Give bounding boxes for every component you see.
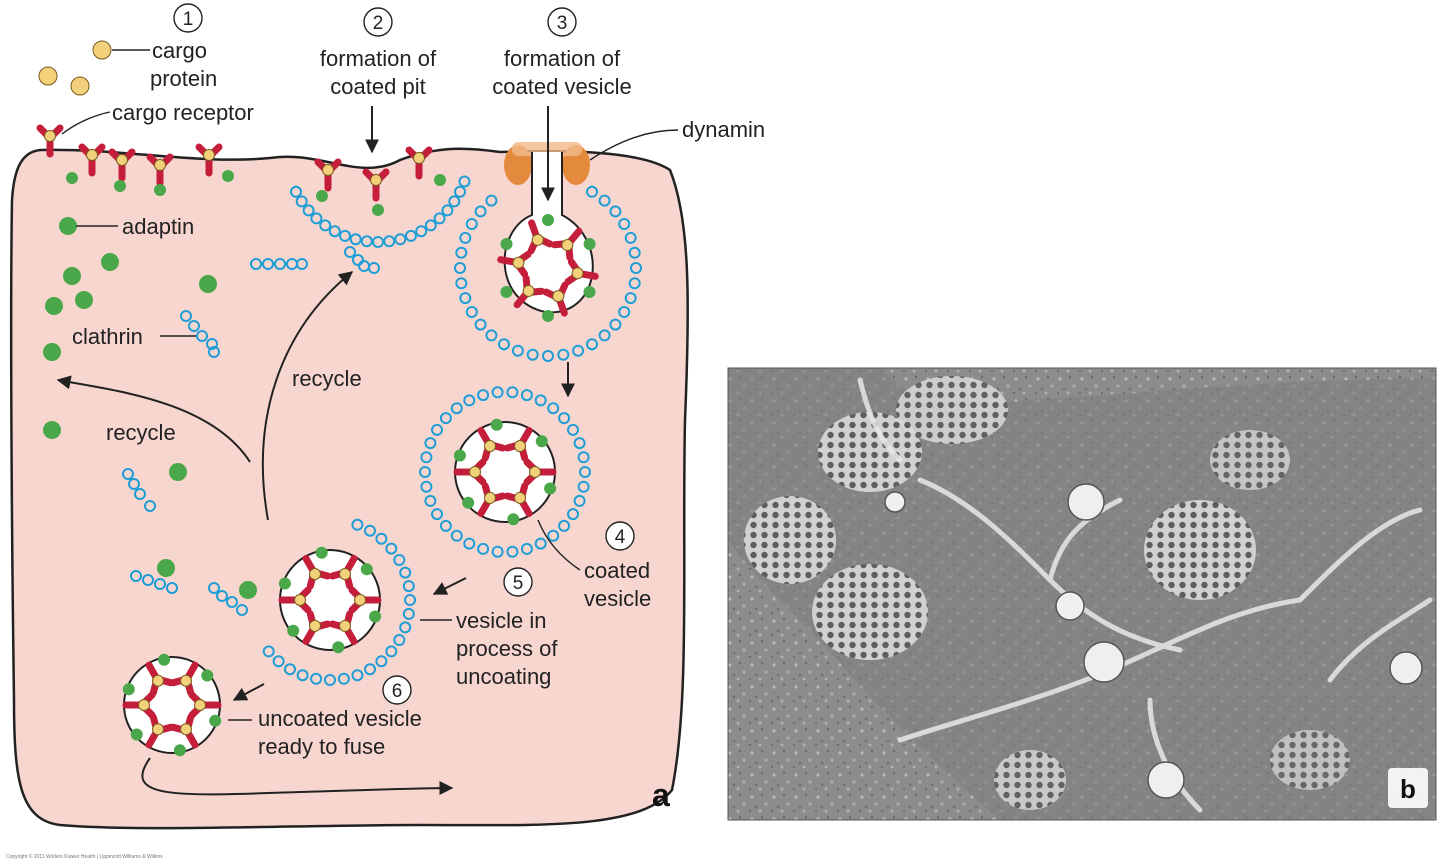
uncoated-vesicle xyxy=(123,653,221,757)
svg-text:b: b xyxy=(1400,774,1416,804)
svg-text:3: 3 xyxy=(557,13,568,34)
step-1-marker: 1 xyxy=(173,3,203,33)
surface-receptors xyxy=(40,128,234,196)
free-clathrin xyxy=(122,246,380,616)
step-6-marker: 6 xyxy=(382,675,412,705)
coated-pit xyxy=(290,150,471,248)
clathrin-label: clathrin xyxy=(72,324,143,349)
dynamin-label: dynamin xyxy=(682,117,765,142)
copyright-text: Copyright © 2011 Wolters Kluwer Health |… xyxy=(6,853,163,860)
budding-vesicle-receptors xyxy=(499,214,597,322)
svg-text:6: 6 xyxy=(392,681,403,702)
uncoated-vesicle-label-2: ready to fuse xyxy=(258,734,385,759)
svg-text:1: 1 xyxy=(183,9,194,30)
cargo-protein-label: cargo xyxy=(152,38,207,63)
step-5-marker: 5 xyxy=(503,567,533,597)
recycle-mid-label: recycle xyxy=(292,366,362,391)
uncoating-label-3: uncoating xyxy=(456,664,551,689)
cargo-protein-label-2: protein xyxy=(150,66,217,91)
step-2-marker: 2 xyxy=(363,7,393,37)
coated-vesicle-label-2: vesicle xyxy=(584,586,651,611)
free-adaptin xyxy=(43,217,257,599)
adaptin-label: adaptin xyxy=(122,214,194,239)
cargo-receptor-label: cargo receptor xyxy=(112,100,254,125)
coated-vesicle-label: coated xyxy=(584,558,650,583)
uncoating-vesicle xyxy=(262,518,416,686)
coated-pit-label: formation of xyxy=(320,46,437,71)
electron-micrograph: b xyxy=(727,367,1437,821)
uncoated-vesicle-label: uncoated vesicle xyxy=(258,706,422,731)
coated-vesicle-formation-label: formation of xyxy=(504,46,621,71)
budding-vesicle-clathrin xyxy=(454,185,642,362)
coated-pit-label-2: coated pit xyxy=(330,74,425,99)
step-3-marker: 3 xyxy=(547,7,577,37)
process-arrows xyxy=(56,106,575,796)
cargo-proteins xyxy=(38,40,112,96)
leader-lines xyxy=(61,49,679,721)
coated-vesicle xyxy=(419,386,591,558)
coated-vesicle-formation-label-2: coated vesicle xyxy=(492,74,631,99)
svg-text:5: 5 xyxy=(513,573,524,594)
panel-a-label: a xyxy=(652,777,670,813)
svg-text:2: 2 xyxy=(373,13,384,34)
diagram-labels: cargo protein cargo receptor formation o… xyxy=(6,38,765,860)
panel-b-badge: b xyxy=(1388,768,1428,808)
svg-text:4: 4 xyxy=(615,527,626,548)
step-4-marker: 4 xyxy=(605,521,635,551)
step-markers: 1 2 3 4 5 6 xyxy=(173,3,635,705)
uncoating-label-2: process of xyxy=(456,636,558,661)
uncoating-label: vesicle in xyxy=(456,608,546,633)
recycle-left-label: recycle xyxy=(106,420,176,445)
